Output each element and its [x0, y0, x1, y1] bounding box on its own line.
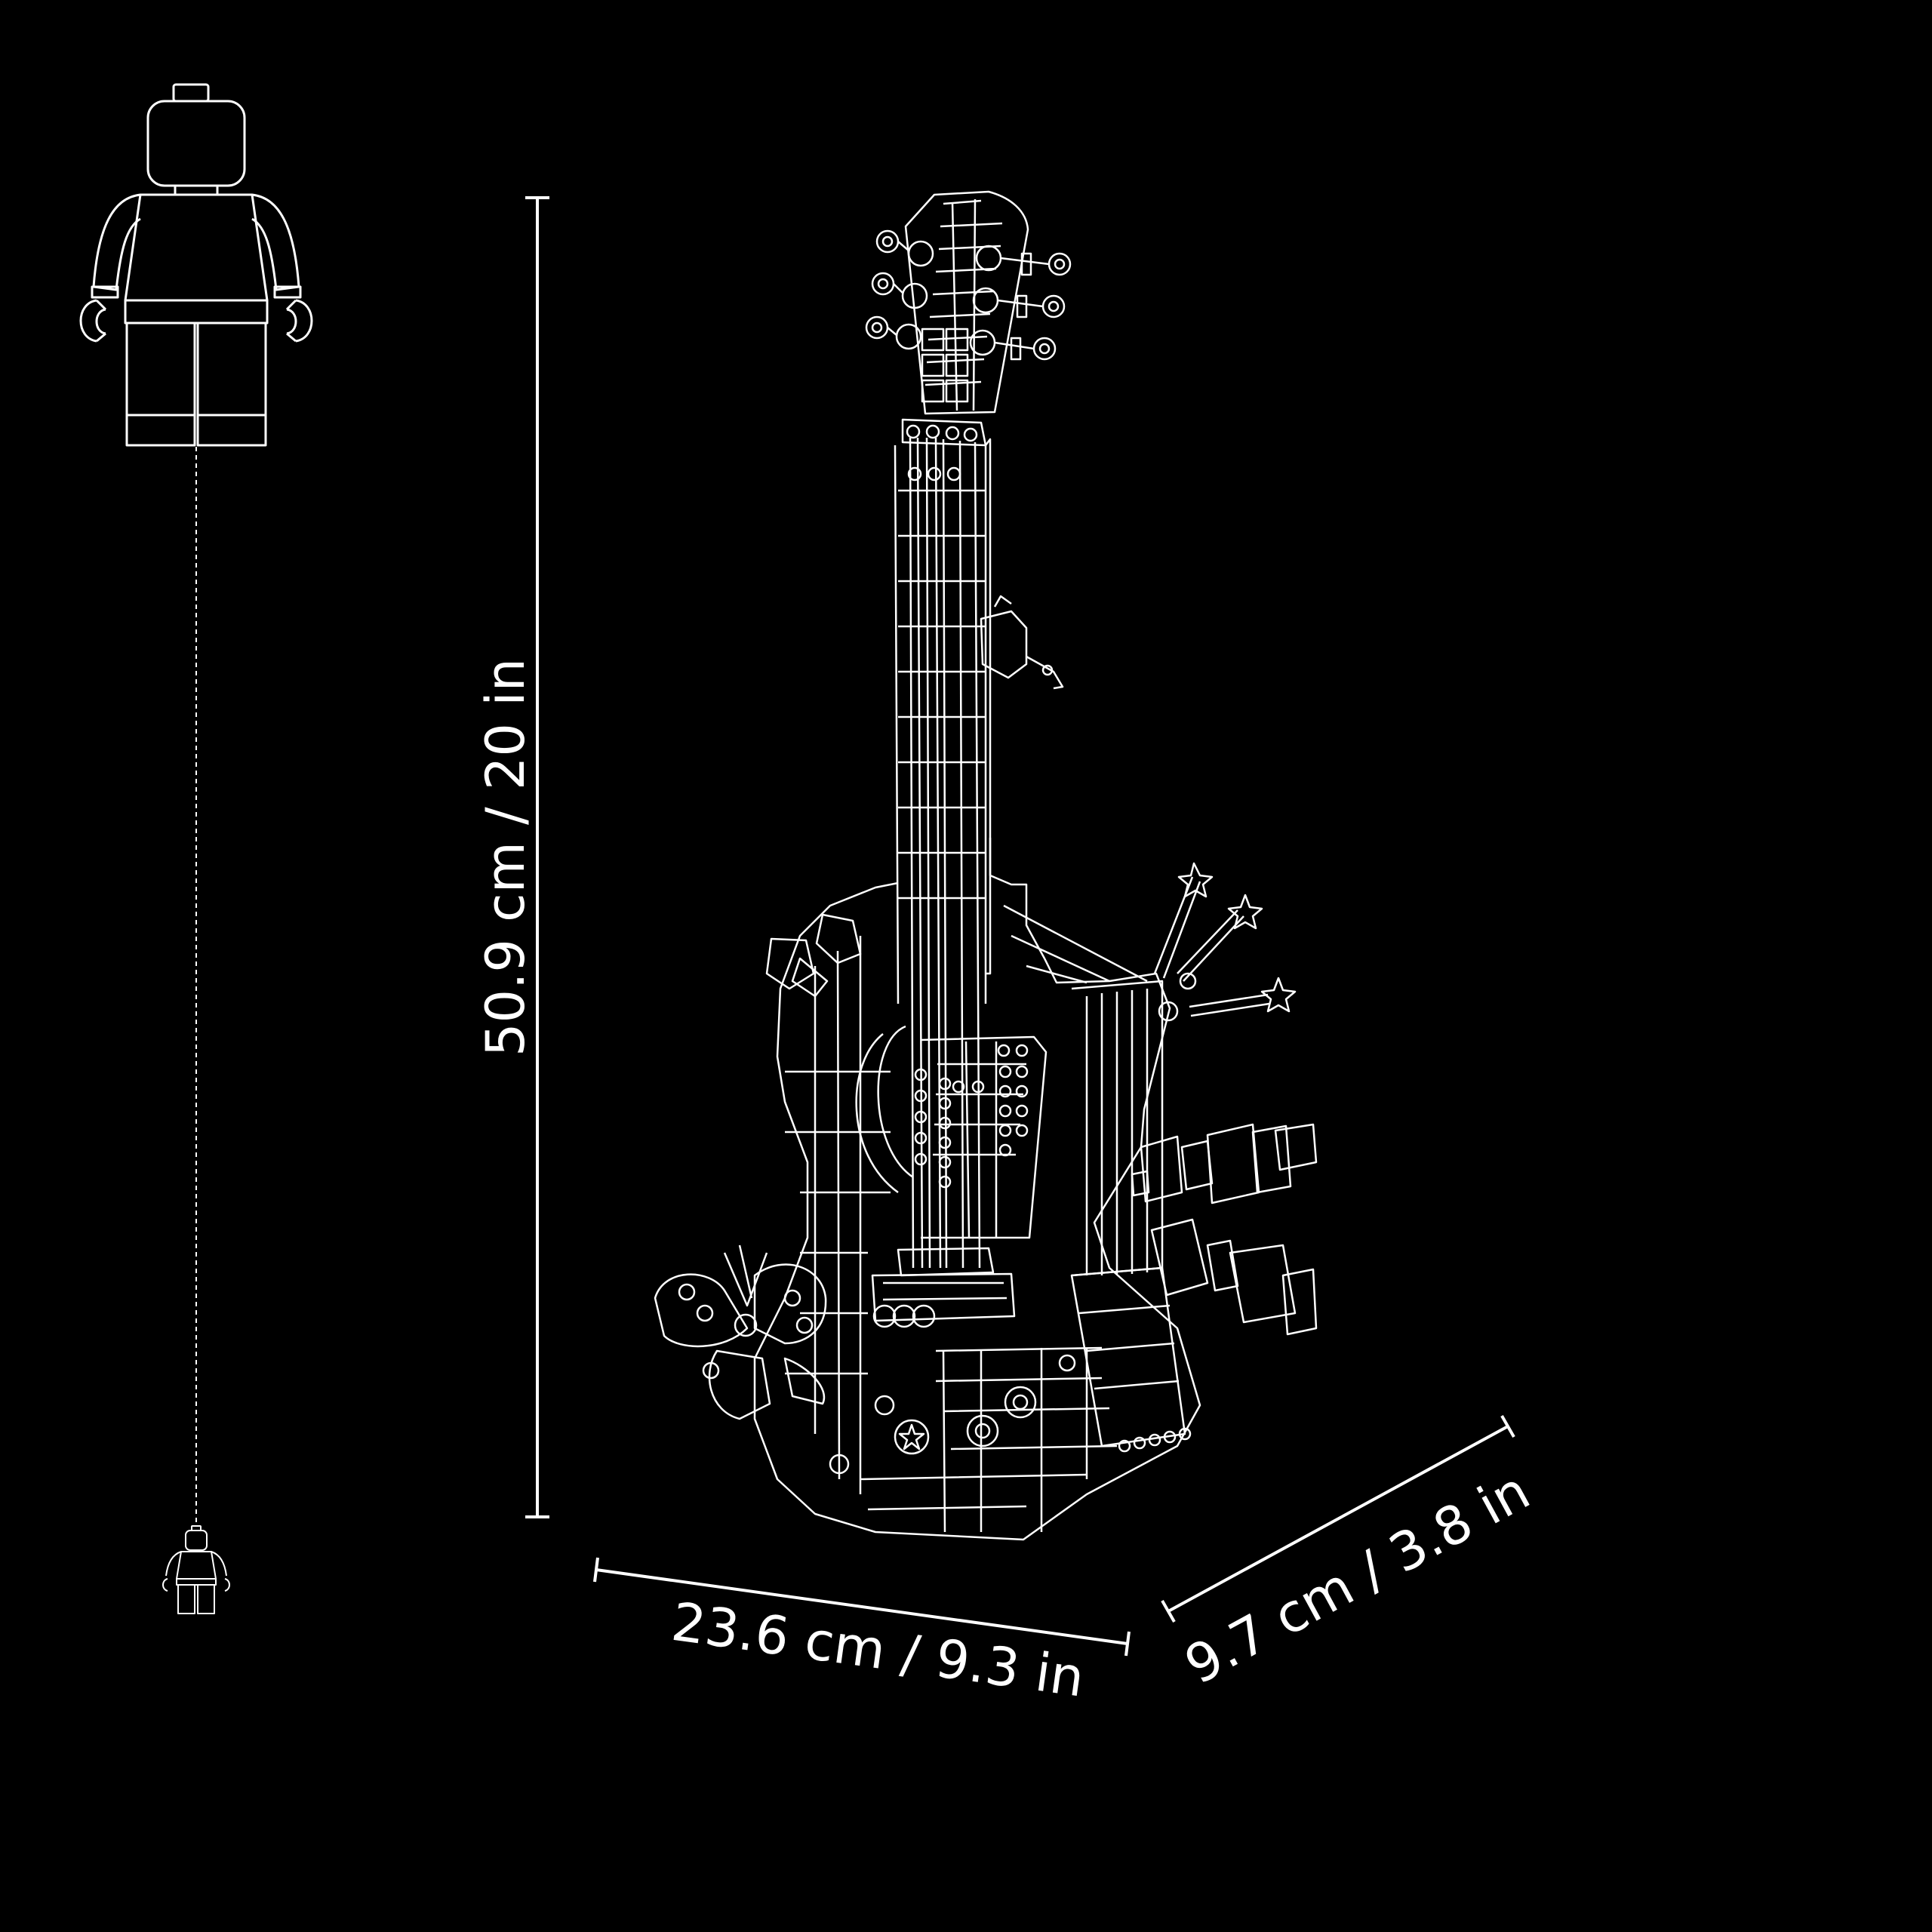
- guitar-side-bricks: [1131, 1123, 1318, 1336]
- minifigure-small-icon: [162, 1525, 230, 1614]
- depth-dimension-line: [1161, 1415, 1515, 1623]
- width-dimension-line: [593, 1557, 1131, 1657]
- minifigure-outline-icon: [79, 83, 313, 447]
- guitar-line-drawing: [654, 190, 1318, 1541]
- guitar-star-wands: [1153, 862, 1297, 1022]
- guitar-neck: [894, 437, 1064, 1269]
- height-dimension-line: [525, 196, 549, 1518]
- height-label: 50.9 cm / 20 in: [475, 658, 537, 1057]
- guitar-flower-ornament: [654, 1244, 827, 1420]
- guitar-headstock: [865, 190, 1072, 415]
- guitar-bow-ornament: [765, 913, 862, 998]
- guitar-body: [753, 838, 1201, 1541]
- guitar-nut: [901, 418, 987, 481]
